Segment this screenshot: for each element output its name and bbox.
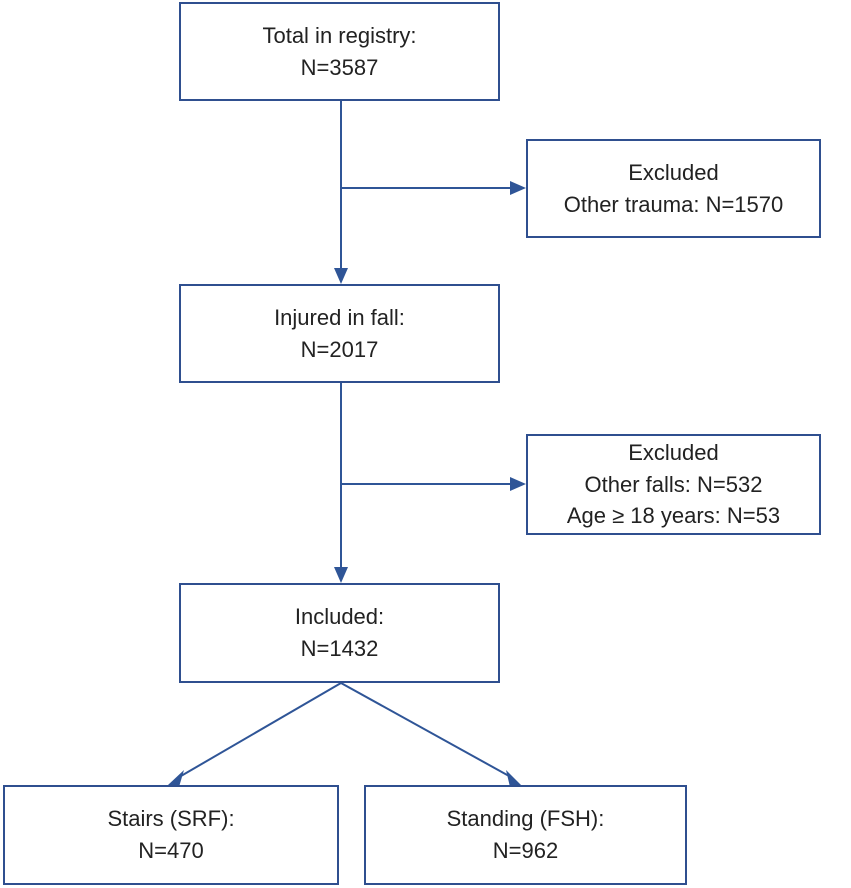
included-label: Included: xyxy=(294,604,385,630)
total-registry-box: Total in registry: N=3587 xyxy=(179,2,500,101)
arrowhead-included xyxy=(334,567,348,583)
arrowhead-excluded-2 xyxy=(510,477,526,491)
excluded-falls-reason-age: Age ≥ 18 years: N=53 xyxy=(566,503,781,529)
excluded-trauma-reason: Other trauma: N=1570 xyxy=(563,191,784,217)
total-registry-count: N=3587 xyxy=(300,54,379,80)
excluded-trauma-box: Excluded Other trauma: N=1570 xyxy=(526,139,821,238)
excluded-falls-title: Excluded xyxy=(628,439,719,465)
stairs-count: N=470 xyxy=(138,838,204,863)
arrowhead-standing xyxy=(506,770,521,787)
stairs-label: Stairs (SRF): xyxy=(107,806,235,832)
excluded-trauma-title: Excluded xyxy=(628,159,719,185)
excluded-falls-box: Excluded Other falls: N=532 Age ≥ 18 yea… xyxy=(526,434,821,535)
injured-fall-count: N=2017 xyxy=(300,336,379,362)
included-count: N=1432 xyxy=(300,636,379,661)
arrow-included-to-standing xyxy=(340,682,510,777)
standing-label: Standing (FSH): xyxy=(446,806,605,832)
standing-box: Standing (FSH): N=962 xyxy=(364,785,687,885)
injured-fall-label: Injured in fall: xyxy=(274,304,405,330)
arrowhead-excluded-1 xyxy=(510,181,526,195)
injured-fall-box: Injured in fall: N=2017 xyxy=(179,284,500,383)
excluded-falls-reason-other: Other falls: N=532 xyxy=(584,471,763,497)
arrowhead-injured xyxy=(334,268,348,284)
arrow-included-to-stairs xyxy=(180,682,342,777)
standing-count: N=962 xyxy=(492,838,559,863)
included-box: Included: N=1432 xyxy=(179,583,500,683)
total-registry-label: Total in registry: xyxy=(262,22,417,48)
stairs-box: Stairs (SRF): N=470 xyxy=(3,785,339,885)
arrowhead-stairs xyxy=(168,770,184,787)
